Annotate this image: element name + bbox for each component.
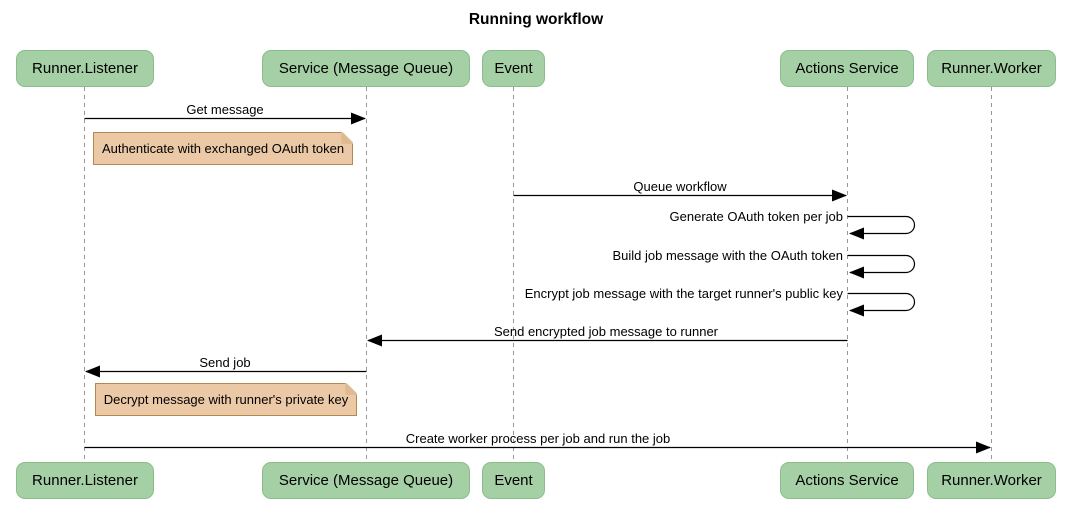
message-label-build-job-message: Build job message with the OAuth token: [612, 247, 843, 263]
actor-bottom-actions-service: Actions Service: [780, 462, 914, 499]
message-label-generate-oauth-token: Generate OAuth token per job: [669, 208, 843, 224]
actor-top-actions-service: Actions Service: [780, 50, 914, 87]
actor-top-service-message-queue: Service (Message Queue): [262, 50, 470, 87]
actor-bottom-event: Event: [482, 462, 545, 499]
actor-top-runner-worker: Runner.Worker: [927, 50, 1056, 87]
arrow-self-build-job-message: [847, 254, 916, 279]
note-authenticate-oauth: Authenticate with exchanged OAuth token: [93, 132, 353, 165]
message-label-send-encrypted-job-message: Send encrypted job message to runner: [493, 324, 719, 339]
actor-bottom-runner-worker: Runner.Worker: [927, 462, 1056, 499]
diagram-title: Running workflow: [468, 11, 604, 28]
actor-top-event: Event: [482, 50, 545, 87]
message-label-create-worker-process: Create worker process per job and run th…: [405, 431, 671, 446]
arrow-self-encrypt-job-message: [847, 292, 916, 317]
actor-top-runner-listener: Runner.Listener: [16, 50, 154, 87]
message-label-send-job: Send job: [199, 355, 251, 370]
actor-bottom-service-message-queue: Service (Message Queue): [262, 462, 470, 499]
actor-bottom-runner-listener: Runner.Listener: [16, 462, 154, 499]
note-decrypt-message: Decrypt message with runner's private ke…: [95, 383, 357, 416]
message-label-get-message: Get message: [186, 102, 264, 117]
message-arrows: [84, 112, 991, 454]
message-label-encrypt-job-message: Encrypt job message with the target runn…: [524, 285, 843, 301]
lifelines: [84, 87, 992, 462]
arrow-self-generate-oauth-token: [847, 215, 916, 240]
message-label-queue-workflow: Queue workflow: [633, 179, 727, 194]
